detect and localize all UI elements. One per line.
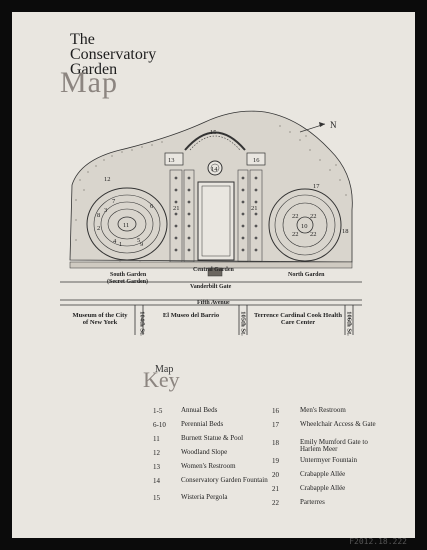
street-grid — [60, 304, 362, 335]
map-number: 11 — [123, 222, 129, 229]
garden-map: N 1 2 3 4 5 6 7 8 9 10 11 12 13 14 15 16… — [60, 110, 362, 335]
map-number: 17 — [313, 183, 320, 190]
map-number: 21 — [173, 205, 180, 212]
map-number: 6 — [150, 203, 154, 210]
street-105th: 105th St. — [239, 311, 247, 336]
title-line-1: The — [70, 31, 95, 48]
womens-restroom — [164, 152, 184, 166]
map-number: 2 — [97, 225, 100, 232]
label-secret-garden: (Secret Garden) — [107, 278, 148, 285]
title-line-2: Conservatory — [70, 46, 157, 63]
map-number: 22 — [310, 231, 317, 238]
map-number: 7 — [112, 198, 116, 205]
title-map: Map — [60, 66, 118, 99]
street-museum-city-ny: Museum of the City of New York — [72, 312, 128, 326]
map-number: 14 — [211, 166, 218, 173]
title-block: The Conservatory Garden — [70, 31, 157, 78]
north-arrow-label: N — [330, 120, 337, 130]
label-fifth-avenue: Fifth Avenue — [197, 300, 230, 306]
south-garden-beds — [86, 187, 168, 261]
street-terrence-cook: Terrence Cardinal Cook Health Care Cente… — [254, 312, 342, 326]
street-106th: 106th St. — [345, 311, 353, 336]
map-number: 22 — [292, 231, 299, 238]
title-line-3: Garden — [70, 61, 118, 78]
map-numbers: 1 2 3 4 5 6 7 8 9 10 11 12 13 14 15 16 1… — [97, 129, 349, 248]
label-vanderbilt-gate: Vanderbilt Gate — [190, 284, 232, 290]
map-number: 10 — [301, 223, 308, 230]
map-number: 22 — [310, 213, 317, 220]
key-heading: Key — [143, 367, 180, 392]
map-number: 13 — [168, 157, 175, 164]
map-number: 3 — [104, 207, 107, 214]
map-number: 15 — [210, 129, 217, 136]
accession-number: F2012.18.222 — [349, 537, 407, 546]
mens-restroom — [246, 152, 266, 166]
map-number: 1 — [119, 241, 122, 248]
north-arrow-icon — [299, 122, 326, 133]
map-number: 9 — [140, 241, 143, 248]
conservatory-fountain — [207, 160, 223, 176]
map-number: 12 — [104, 176, 111, 183]
central-lawn — [197, 181, 235, 261]
map-number: 18 — [342, 228, 349, 235]
label-north-garden: North Garden — [288, 272, 325, 278]
map-number: 4 — [113, 238, 117, 245]
vanderbilt-gate — [207, 267, 223, 277]
map-number: 5 — [137, 237, 140, 244]
map-number: 16 — [253, 157, 260, 164]
key-subheading: Map — [155, 364, 174, 375]
map-number: 8 — [97, 212, 100, 219]
north-garden-parterres — [268, 188, 342, 262]
label-central-garden: Central Garden — [193, 267, 234, 273]
wisteria-pergola — [184, 131, 246, 151]
map-number: 22 — [292, 213, 299, 220]
street-el-museo: El Museo del Barrio — [162, 312, 220, 319]
label-south-garden: South Garden — [110, 272, 147, 278]
map-number: 21 — [251, 205, 258, 212]
